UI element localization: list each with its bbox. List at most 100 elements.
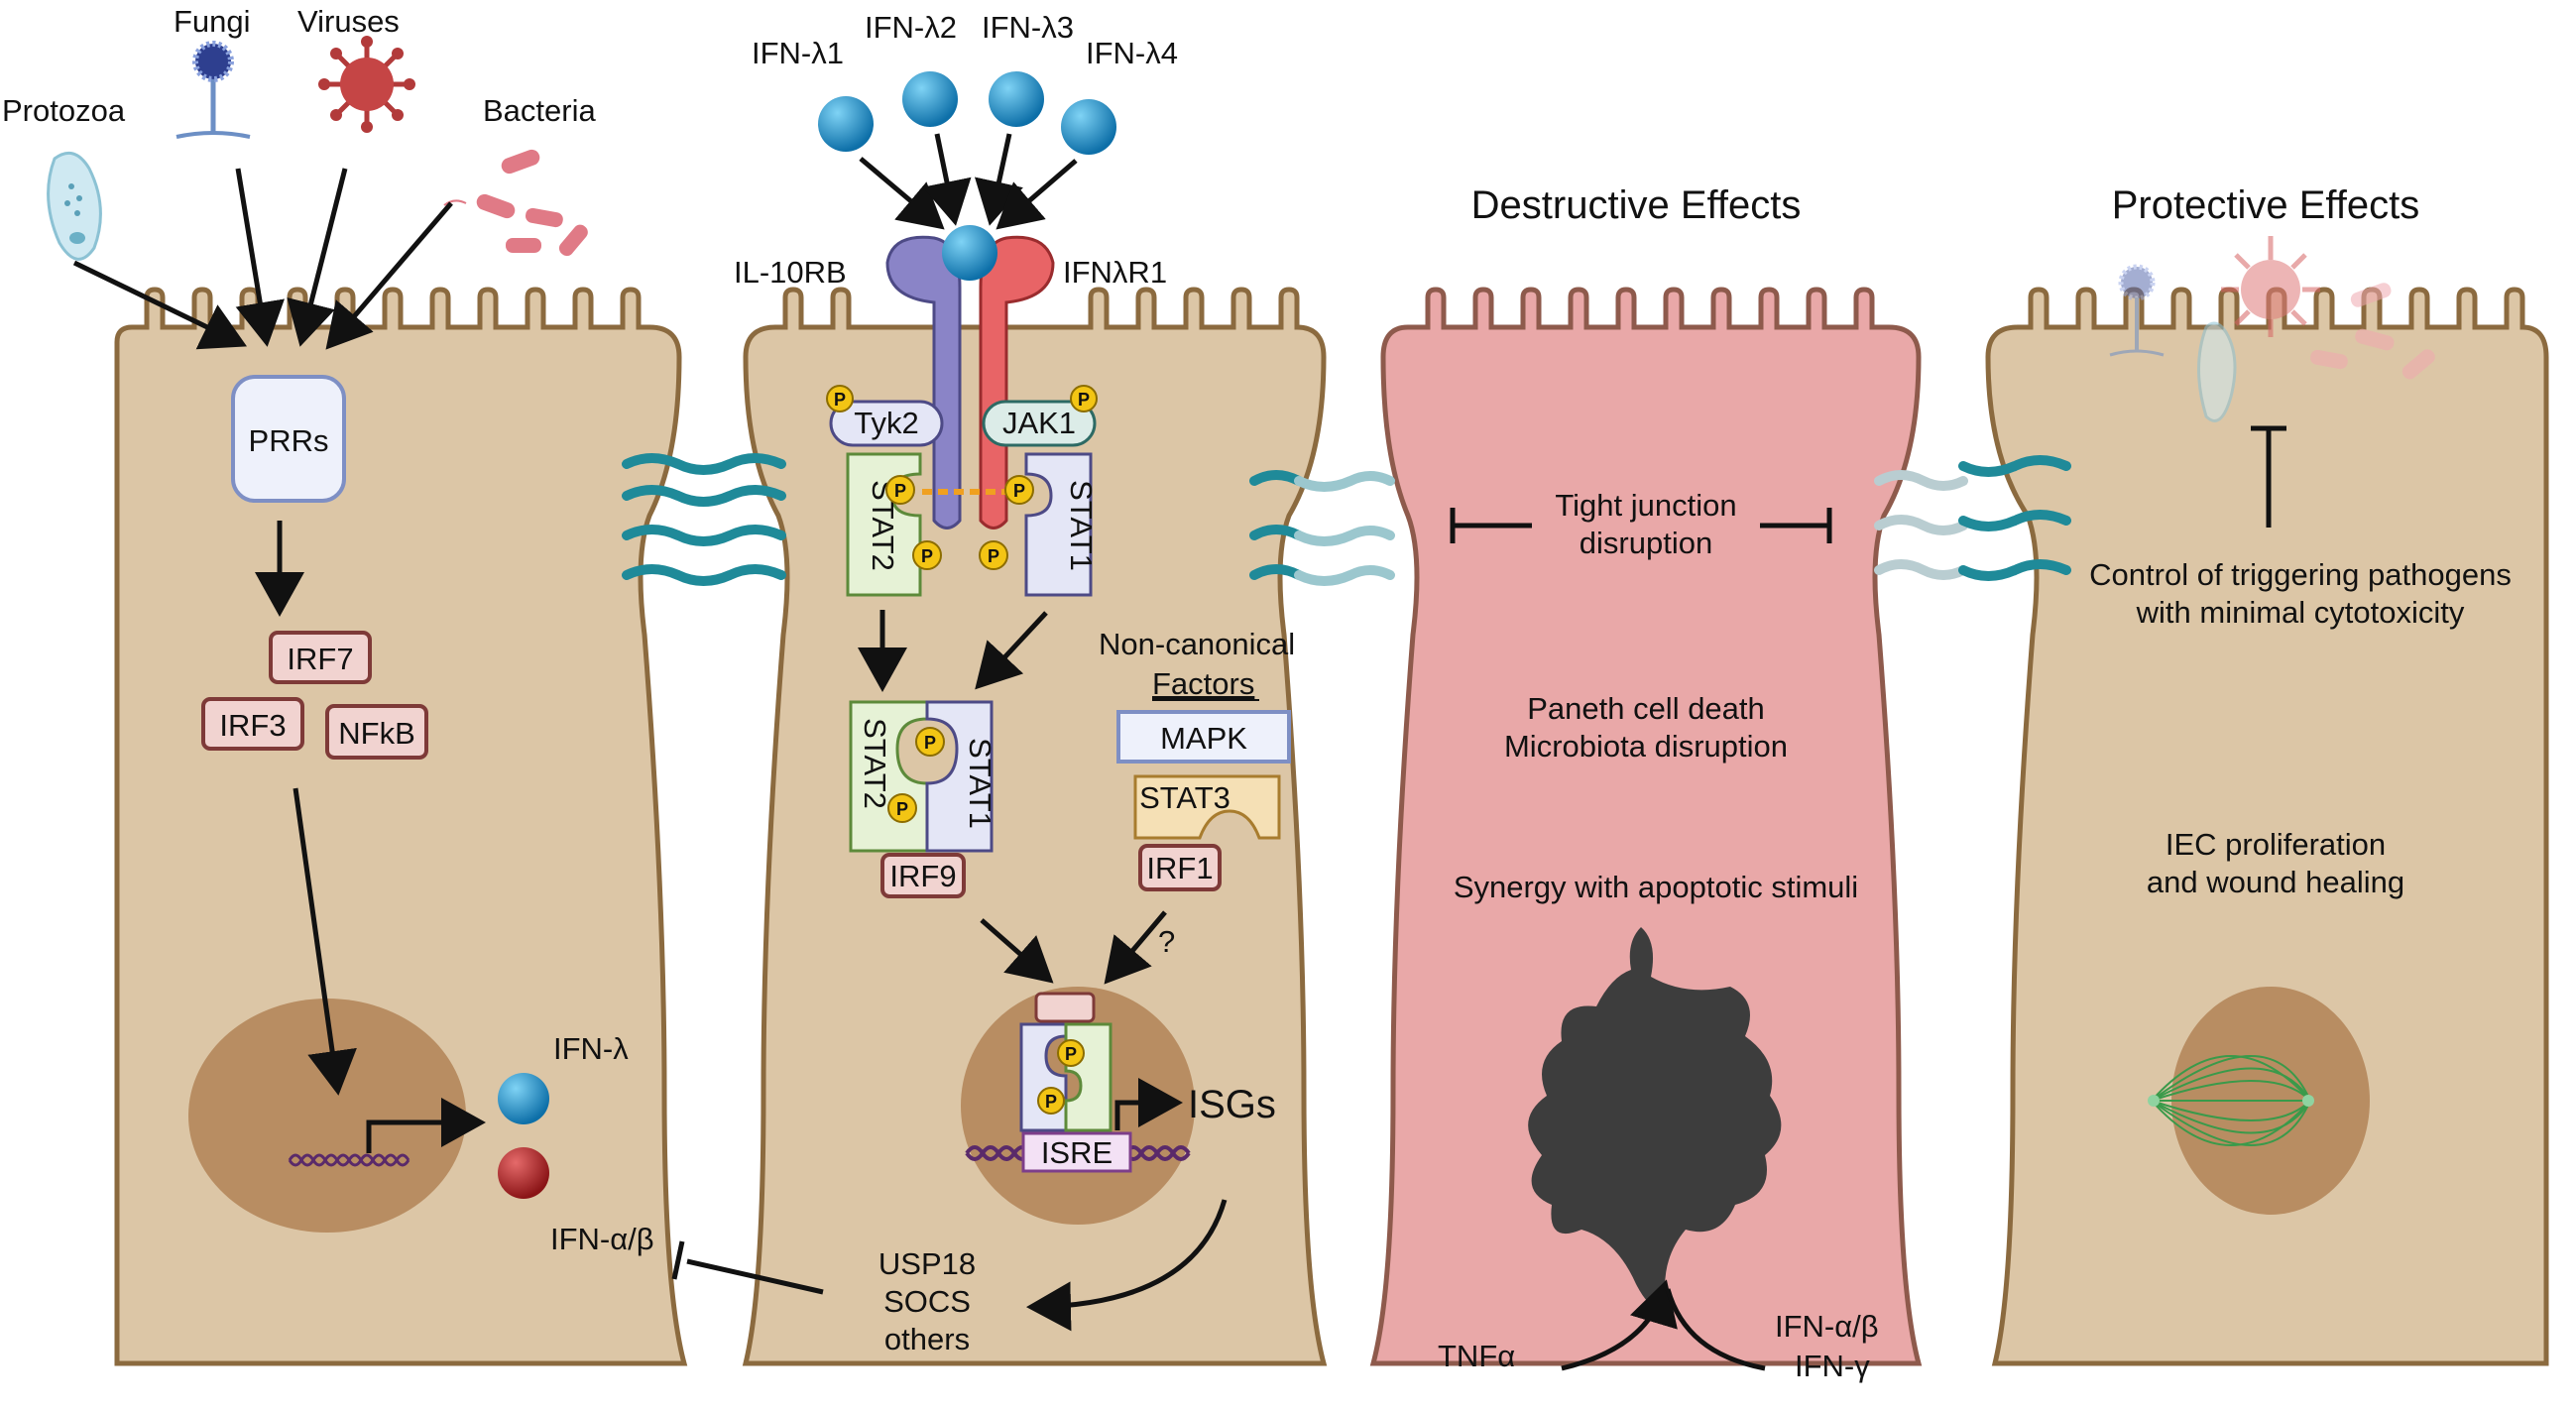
irf1-label: IRF1 — [1146, 851, 1213, 885]
jak1-box: JAK1 — [982, 400, 1097, 447]
tight-junction-label-2: disruption — [1580, 526, 1712, 560]
stat1-dimer-label: STAT1 — [963, 738, 997, 829]
cell-1-nucleus — [188, 999, 466, 1233]
ifn-lambda1-label: IFN-λ1 — [752, 36, 844, 70]
socs-inhibition-line — [671, 1240, 824, 1295]
bacteria-label: Bacteria — [483, 93, 596, 128]
ifn-lambda4-label: IFN-λ4 — [1086, 36, 1178, 70]
protozoa-label: Protozoa — [2, 93, 126, 128]
ifn-lambda3-label: IFN-λ3 — [982, 10, 1074, 45]
ifn-ab-destructive-label: IFN-α/β — [1775, 1309, 1879, 1344]
others-label: others — [884, 1322, 970, 1356]
ligand-arrows — [859, 133, 1078, 230]
tight-junction-label-1: Tight junction — [1555, 488, 1736, 523]
ifn-ab-label: IFN-α/β — [550, 1222, 654, 1256]
irf7-label: IRF7 — [287, 642, 353, 676]
noncanonical-label: Non-canonical — [1099, 627, 1295, 661]
phospho-dimer-2-label: P — [896, 799, 908, 819]
protective-effects-title: Protective Effects — [2112, 183, 2420, 227]
bacteria-icon — [443, 149, 588, 257]
phospho-tyk2-label: P — [834, 390, 846, 410]
irf3-label: IRF3 — [219, 708, 286, 743]
irf1-to-nucleus-arrow — [1104, 910, 1167, 985]
tyk2-label: Tyk2 — [854, 406, 918, 440]
viruses-label: Viruses — [297, 4, 400, 39]
phospho-stat1-bottom-label: P — [988, 546, 999, 566]
irf1-box: IRF1 — [1138, 844, 1222, 891]
socs-label: SOCS — [883, 1284, 971, 1319]
irf9-label: IRF9 — [889, 859, 956, 893]
stat3-box: STAT3 — [1133, 774, 1281, 840]
question-mark: ? — [1158, 924, 1175, 959]
ifn-lambda1-ball — [818, 96, 874, 152]
virus-icon — [318, 36, 415, 133]
phospho-dimer-1-label: P — [924, 733, 936, 753]
dna-icon-strand-2 — [288, 1153, 410, 1167]
bound-ifn-lambda-ball — [942, 225, 997, 281]
phospho-stat1-bottom: P — [979, 540, 1008, 570]
stat1-receptor: STAT1 — [1024, 452, 1099, 597]
irf7-box: IRF7 — [269, 631, 372, 684]
synergy-arrow-left — [1561, 1279, 1678, 1371]
tyk2-box: Tyk2 — [829, 400, 944, 447]
paneth-cell-death-label: Paneth cell death — [1527, 691, 1765, 726]
transcription-arrow — [366, 1098, 486, 1153]
prrs-label: PRRs — [249, 423, 329, 458]
synergy-label: Synergy with apoptotic stimuli — [1454, 870, 1858, 904]
ifnlr1-label: IFNλR1 — [1063, 255, 1167, 290]
isre-box: ISRE — [1021, 1131, 1132, 1173]
protozoa-icon — [47, 151, 102, 261]
tnfa-label: TNFα — [1438, 1339, 1515, 1373]
mapk-label: MAPK — [1160, 721, 1247, 756]
phospho-dimer-1: P — [915, 727, 945, 757]
ifn-lambda4-ball — [1061, 99, 1116, 155]
phospho-isgf3-1: P — [1057, 1039, 1085, 1067]
irf3-box: IRF3 — [201, 697, 304, 751]
microbiota-disruption-label: Microbiota disruption — [1504, 729, 1788, 764]
jak1-label: JAK1 — [1002, 406, 1076, 440]
iec-proliferation-label-1: IEC proliferation — [2166, 827, 2386, 862]
stat3-label: STAT3 — [1139, 780, 1230, 815]
nfkb-label: NFkB — [338, 716, 415, 751]
stat2-receptor: STAT2 — [846, 452, 922, 597]
isgs-label: ISGs — [1188, 1083, 1276, 1126]
phospho-isgf3-2-label: P — [1045, 1092, 1057, 1112]
ifn-lambda3-ball — [989, 71, 1044, 127]
synergy-arrow-right — [1665, 1288, 1766, 1371]
destructive-effects-title: Destructive Effects — [1471, 183, 1802, 227]
ifn-lambda-ball — [498, 1073, 549, 1124]
fungi-label: Fungi — [174, 4, 251, 39]
phospho-stat2-receptor: P — [885, 475, 915, 505]
irf-to-nucleus-arrow — [293, 787, 357, 1096]
stat1-receptor-label: STAT1 — [1064, 480, 1099, 571]
phospho-isgf3-1-label: P — [1065, 1044, 1077, 1064]
tight-junction-inhibit-left — [1450, 508, 1532, 543]
cell-3-body — [1369, 287, 1923, 1366]
isg-transcription-arrow — [1114, 1078, 1183, 1130]
pathogen-control-inhibit — [2251, 425, 2286, 528]
tight-junction-left — [622, 453, 786, 586]
ifn-g-label: IFN-γ — [1795, 1349, 1870, 1383]
usp18-label: USP18 — [878, 1246, 976, 1281]
tight-junction-right — [1874, 455, 2071, 581]
phospho-stat2-bottom-label: P — [921, 546, 933, 566]
tight-junction-middle — [1249, 470, 1395, 586]
isre-label: ISRE — [1041, 1135, 1112, 1170]
factors-label: Factors — [1152, 666, 1254, 701]
phospho-dimer-2: P — [887, 793, 917, 823]
stat1-down-arrow — [975, 611, 1048, 690]
phospho-tyk2: P — [826, 385, 854, 412]
dying-cell-shape — [1528, 927, 1782, 1307]
ifn-ab-ball — [498, 1147, 549, 1199]
pathogen-arrows — [72, 168, 453, 350]
faded-pathogens-icon — [2109, 236, 2435, 422]
stat2-dimer-label: STAT2 — [858, 718, 892, 809]
fungi-icon — [176, 41, 251, 139]
ifn-lambda2-ball — [902, 71, 958, 127]
il10rb-label: IL-10RB — [734, 255, 847, 290]
irf9-to-nucleus-arrow — [980, 918, 1054, 984]
nfkb-box: NFkB — [325, 704, 428, 760]
mapk-box: MAPK — [1116, 710, 1291, 764]
tight-junction-inhibit-right — [1760, 508, 1832, 543]
phospho-stat1-receptor: P — [1004, 475, 1034, 505]
